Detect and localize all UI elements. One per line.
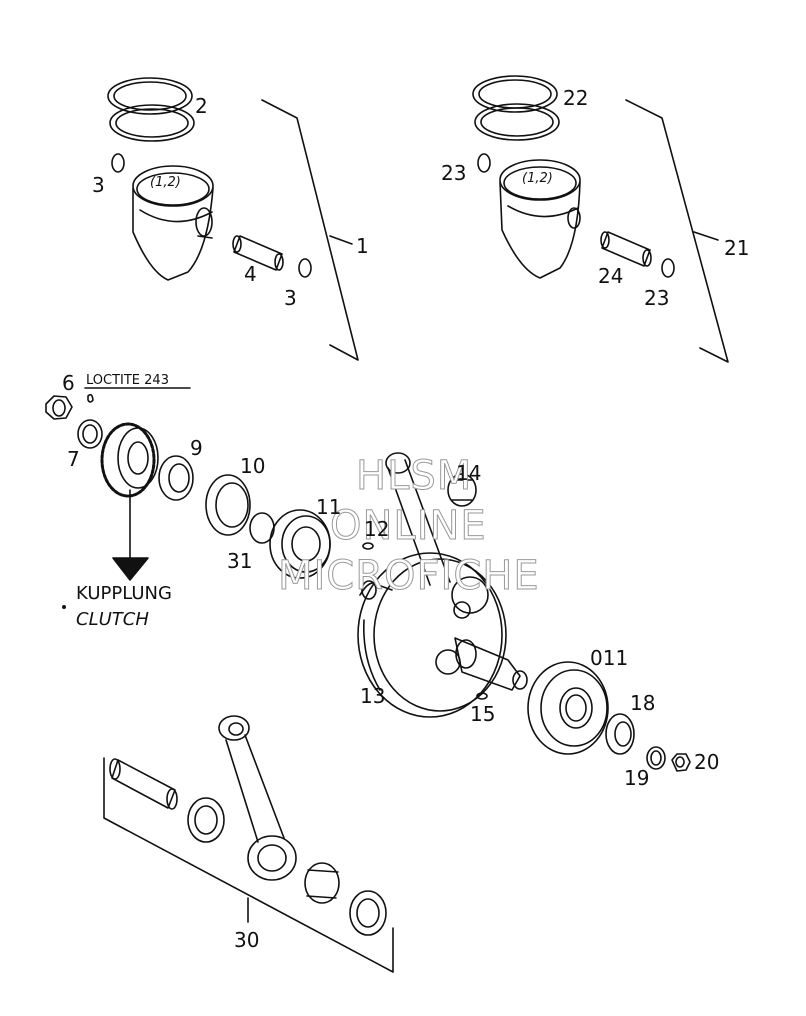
crankshaft-13 — [357, 552, 528, 718]
piston-right — [499, 159, 581, 279]
callout-1: 1 — [356, 234, 369, 258]
needle-bearing-14 — [447, 473, 477, 507]
bearing-11 — [269, 509, 331, 579]
piston-left — [132, 165, 214, 281]
callout-2: 2 — [195, 94, 208, 118]
washer-19 — [646, 746, 666, 770]
stray-dot — [61, 604, 66, 609]
nut-20 — [671, 753, 691, 772]
piston-ring-lower — [109, 104, 195, 142]
group-bracket-30 — [103, 757, 394, 973]
shaft-seal-10 — [205, 474, 251, 536]
connecting-rod-assembled — [385, 452, 451, 586]
callout-31: 31 — [227, 549, 253, 573]
callout-4: 4 — [244, 262, 257, 286]
thrust-washer-upper — [187, 797, 225, 843]
callout-30: 30 — [234, 928, 260, 952]
circlip-right-2 — [661, 258, 675, 278]
piston-marking-left: (1,2) — [150, 175, 181, 190]
woodruff-key-12 — [362, 542, 374, 550]
group-bracket-21 — [625, 99, 729, 363]
shaft-seal-9 — [158, 455, 194, 501]
callout-20: 20 — [694, 750, 720, 774]
group-bracket-1 — [261, 99, 359, 361]
callout-011: 011 — [590, 646, 629, 670]
callout-3b: 3 — [284, 286, 297, 310]
watermark-line-2: ONLINE — [330, 503, 487, 549]
callout-3a: 3 — [92, 173, 105, 197]
leader-1 — [329, 235, 353, 245]
needle-bearing-30 — [304, 862, 340, 904]
connecting-rod-30 — [218, 715, 297, 881]
woodruff-key-15 — [476, 692, 488, 700]
callout-21: 21 — [724, 236, 750, 260]
callout-7: 7 — [67, 447, 80, 471]
shaft-seal-18 — [605, 713, 635, 755]
callout-19: 19 — [624, 766, 650, 790]
clutch-label-de: KUPPLUNG — [76, 583, 172, 604]
callout-23a: 23 — [441, 161, 467, 185]
loctite-drop — [87, 393, 94, 403]
callout-18: 18 — [630, 691, 656, 715]
callout-9: 9 — [190, 436, 203, 460]
piston-pin-left — [232, 235, 284, 271]
callout-11: 11 — [316, 495, 342, 519]
callout-12: 12 — [364, 517, 390, 541]
callout-6: 6 — [62, 371, 75, 395]
leader-21 — [693, 231, 719, 241]
callout-22: 22 — [563, 86, 589, 110]
thrust-washer-lower — [349, 890, 387, 936]
circlip-right-1 — [477, 153, 491, 173]
callout-24: 24 — [598, 264, 624, 288]
circlip-left-1 — [111, 153, 125, 173]
callout-23b: 23 — [644, 286, 670, 310]
nut-6 — [45, 395, 73, 420]
clutch-arrow-head — [112, 557, 149, 581]
callout-15: 15 — [470, 702, 496, 726]
callout-13: 13 — [360, 684, 386, 708]
piston-ring-upper — [107, 77, 193, 115]
piston-marking-right: (1,2) — [522, 171, 553, 186]
piston-ring-upper-right — [472, 75, 558, 113]
crank-pin-30 — [109, 758, 178, 810]
washer-7 — [77, 419, 103, 449]
watermark-line-3: MICROFICHE — [278, 553, 540, 599]
loctite-label: LOCTITE 243 — [86, 373, 169, 388]
circlip-left-2 — [298, 258, 312, 278]
piston-pin-right — [600, 231, 652, 267]
clutch-gear — [100, 422, 159, 498]
watermark-line-1: HLSM — [355, 453, 473, 499]
callout-10: 10 — [240, 454, 266, 478]
piston-ring-lower-right — [474, 103, 560, 141]
bearing-011 — [527, 661, 609, 755]
clutch-label-en: CLUTCH — [76, 609, 149, 630]
callout-14: 14 — [456, 461, 482, 485]
